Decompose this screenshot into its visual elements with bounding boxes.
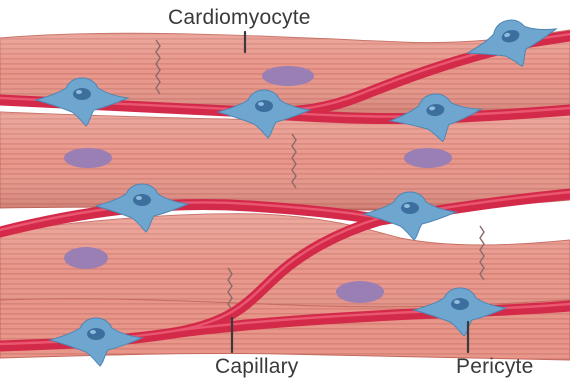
cardiomyocyte-nucleus bbox=[404, 148, 452, 168]
pericyte-nucleus bbox=[87, 328, 105, 340]
cardiomyocyte-label: Cardiomyocyte bbox=[168, 6, 311, 30]
cardiomyocyte-nucleus bbox=[262, 66, 314, 86]
pericyte-nucleus bbox=[451, 298, 469, 310]
cardiomyocyte-nucleus bbox=[64, 247, 108, 269]
cardiomyocyte-nucleus bbox=[336, 281, 384, 303]
pericyte-nucleus bbox=[255, 100, 273, 112]
pericyte-nucleus bbox=[401, 202, 419, 214]
pericyte-label: Pericyte bbox=[456, 355, 533, 379]
cardiomyocyte-nucleus bbox=[64, 148, 112, 168]
capillary-label: Capillary bbox=[215, 355, 299, 379]
pericyte-nucleus bbox=[73, 88, 91, 100]
pericyte-nucleus bbox=[133, 194, 151, 206]
